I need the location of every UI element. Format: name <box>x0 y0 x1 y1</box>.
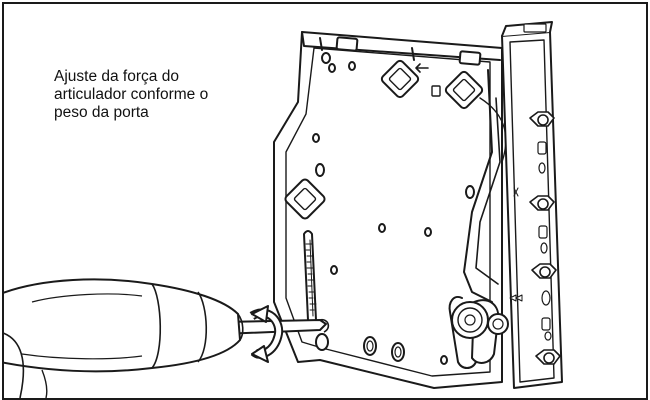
screwdriver-icon <box>4 278 330 398</box>
caption-line-1: Ajuste da força do <box>54 68 179 85</box>
assembly-drawing <box>4 21 563 398</box>
hinge-mechanism-icon <box>273 21 563 389</box>
instruction-caption: Ajuste da força do articulador conforme … <box>54 68 254 122</box>
rotation-arrow-icon <box>249 305 284 363</box>
caption-line-2: articulador conforme o <box>54 86 209 103</box>
caption-line-3: peso da porta <box>54 104 149 121</box>
